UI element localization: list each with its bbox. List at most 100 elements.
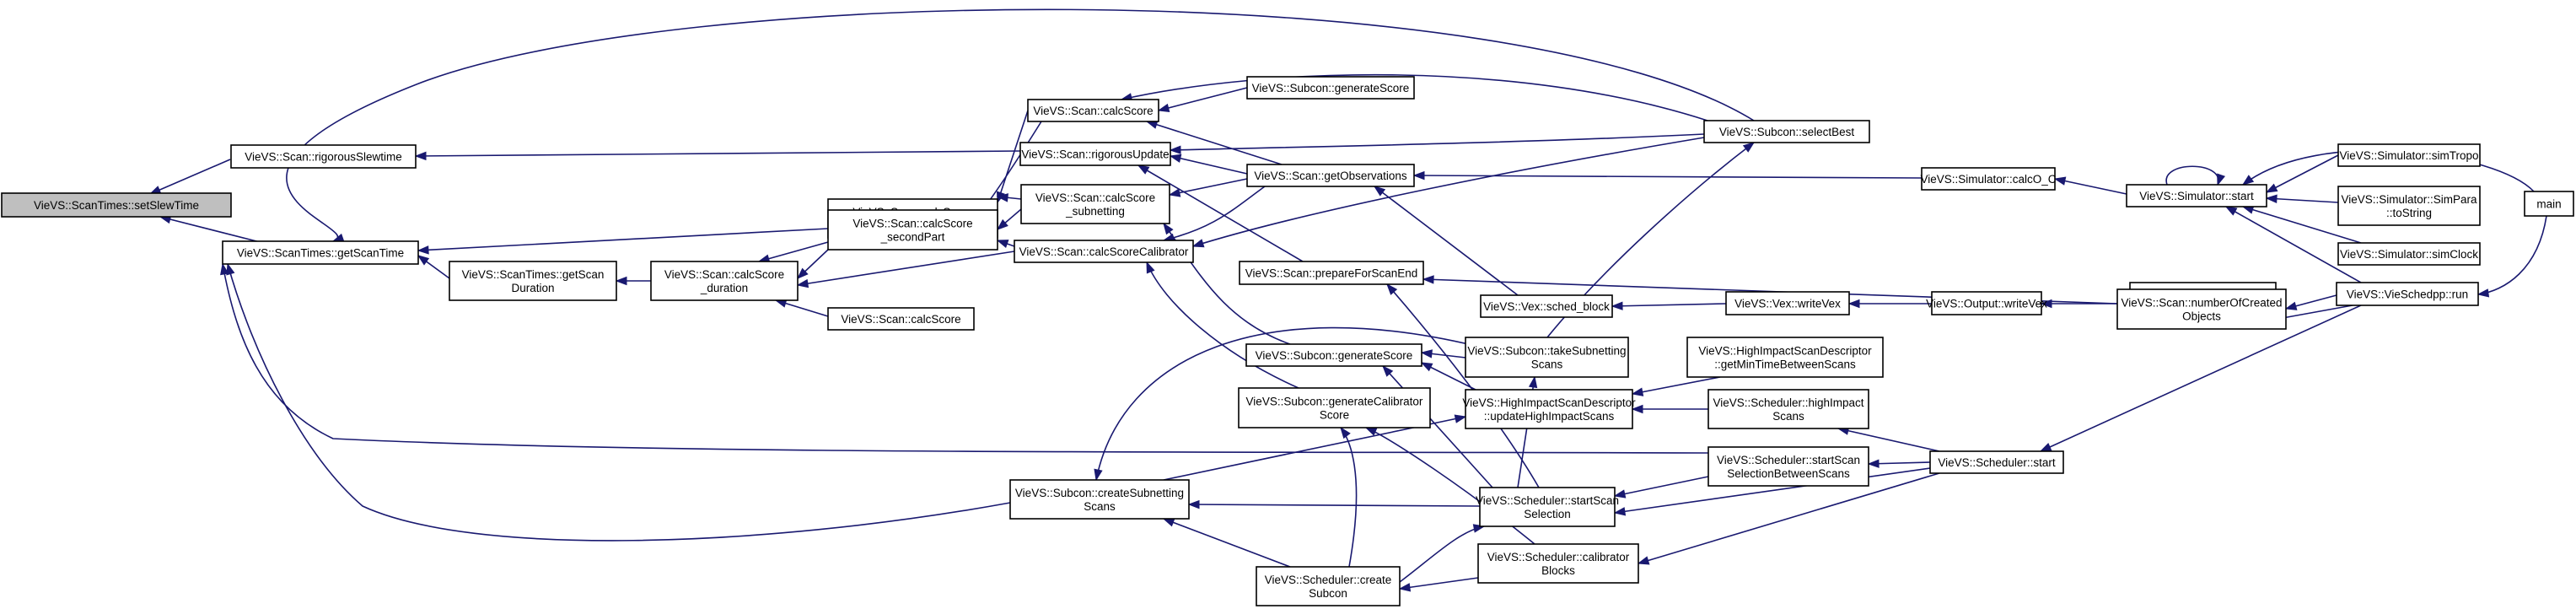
function-node[interactable]: main [2524, 191, 2574, 217]
function-node[interactable]: VieVS::Simulator::SimPara::toString [2337, 186, 2481, 226]
function-node[interactable]: VieVS::Scan::calcScore_duration [650, 261, 799, 301]
function-node[interactable]: VieVS::Simulator::start [2126, 184, 2267, 207]
function-node[interactable]: VieVS::Vex::sched_block [1480, 294, 1613, 318]
function-node[interactable]: VieVS::VieSchedpp::run [2336, 282, 2479, 306]
arrowhead-icon [2053, 176, 2067, 186]
arrowhead-icon [2217, 173, 2226, 186]
edge-line [2242, 206, 2362, 244]
node-box [1256, 566, 1401, 606]
node-box [1014, 240, 1194, 263]
function-node[interactable]: VieVS::Scan::rigorousSlewtime [230, 144, 417, 169]
node-label: VieVS::Simulator::SimPara [2341, 193, 2477, 206]
edge-line [1611, 303, 1727, 307]
function-node[interactable]: VieVS::Scheduler::start [1929, 450, 2064, 474]
arrowhead-icon [1163, 222, 1174, 235]
function-node[interactable]: VieVS::ScanTimes::getScanTime [222, 240, 419, 265]
root-function-node[interactable]: VieVS::ScanTimes::setSlewTime [1, 192, 232, 218]
function-node[interactable]: VieVS::HighImpactScanDescriptor::updateH… [1462, 389, 1636, 429]
function-node[interactable]: VieVS::Vex::writeVex [1725, 291, 1850, 315]
node-box [1245, 343, 1422, 367]
node-label: VieVS::Simulator::start [2139, 190, 2254, 202]
edge-line [1374, 186, 1519, 296]
function-node[interactable]: VieVS::Output::writeVex [1926, 291, 2047, 315]
function-node[interactable]: VieVS::Simulator::simClock [2337, 242, 2481, 266]
node-label: VieVS::Vex::writeVex [1734, 298, 1841, 310]
node-label: VieVS::ScanTimes::setSlewTime [34, 199, 199, 212]
arrowhead-icon [1382, 364, 1394, 377]
arrowhead-icon [1364, 427, 1378, 436]
call-edge [1373, 186, 1519, 296]
function-node[interactable]: VieVS::Scan::calcScore_secondPart [827, 209, 998, 251]
function-node[interactable]: VieVS::Simulator::calcO_C [1920, 167, 2057, 191]
node-label: VieVS::Subcon::selectBest [1719, 126, 1855, 138]
node-box [1239, 261, 1424, 285]
call-edge [1137, 164, 1304, 262]
function-node[interactable]: VieVS::HighImpactScanDescriptor::getMinT… [1686, 337, 1884, 378]
call-edge [1631, 376, 1721, 396]
call-edge [2265, 194, 2339, 203]
edge-line [2054, 178, 2127, 195]
call-edge [148, 159, 231, 195]
function-node[interactable]: VieVS::Subcon::generateScore [1245, 343, 1422, 367]
function-node[interactable]: VieVS::Scan::calcScore [827, 307, 975, 331]
node-box [1246, 76, 1415, 100]
edges-layer [148, 8, 2547, 592]
node-label: VieVS::Scheduler::create [1265, 574, 1392, 586]
function-node[interactable]: VieVS::Scan::calcScoreCalibrator [1014, 240, 1194, 263]
node-label: VieVS::Scan::rigorousSlewtime [245, 151, 402, 164]
call-edge [1146, 261, 1299, 389]
edge-line [1188, 504, 1481, 507]
node-label: VieVS::Simulator::simClock [2340, 248, 2478, 261]
node-box [2524, 191, 2574, 217]
arrowhead-icon [996, 218, 1008, 230]
node-box [1020, 184, 1170, 224]
node-box [1921, 167, 2056, 191]
node-label: Duration [511, 282, 554, 294]
call-edge [1420, 349, 1466, 358]
node-label: VieVS::Scheduler::startScan [1717, 454, 1860, 466]
function-node[interactable]: VieVS::Scan::prepareForScanEnd [1239, 261, 1424, 285]
node-box [1725, 291, 1850, 315]
arrowhead-icon [2284, 301, 2298, 310]
node-box [222, 240, 419, 265]
node-box [2337, 186, 2481, 226]
function-node[interactable]: VieVS::Scan::getObservations [1246, 164, 1415, 187]
node-label: ::updateHighImpactScans [1484, 410, 1615, 423]
edge-line [1170, 155, 1248, 175]
arrowhead-icon [1528, 375, 1538, 389]
function-node[interactable]: VieVS::Scheduler::startScanSelectionBetw… [1707, 446, 1869, 487]
function-node[interactable]: VieVS::Scan::rigorousUpdate [1019, 142, 1171, 166]
arrowhead-icon [796, 278, 809, 288]
node-label: VieVS::Output::writeVex [1926, 298, 2047, 310]
call-edge [2265, 154, 2339, 193]
edge-line [1146, 261, 1299, 389]
call-edge [1094, 326, 1476, 482]
function-node[interactable]: VieVS::Subcon::selectBest [1703, 120, 1870, 143]
call-edge [996, 240, 1015, 249]
arrowhead-icon [1742, 142, 1756, 153]
node-box [449, 261, 617, 301]
node-label: VieVS::Scheduler::calibrator [1487, 551, 1630, 563]
edge-line [1158, 87, 1248, 111]
arrowhead-icon [996, 240, 1009, 249]
edge-line [1638, 472, 1940, 564]
call-edge [414, 150, 1021, 161]
edge-line [1192, 137, 1705, 247]
function-node[interactable]: VieVS::Scan::calcScore_subnetting [1020, 184, 1170, 224]
call-edge [1162, 518, 1291, 568]
call-edge [615, 276, 651, 286]
arrowhead-icon [1637, 556, 1650, 565]
arrowhead-icon [2224, 206, 2238, 216]
function-node[interactable]: VieVS::Scan::calcScore [1027, 99, 1159, 122]
function-node[interactable]: VieVS::Simulator::simTropo [2337, 143, 2481, 167]
function-node[interactable]: VieVS::Subcon::generateScore [1246, 76, 1415, 100]
